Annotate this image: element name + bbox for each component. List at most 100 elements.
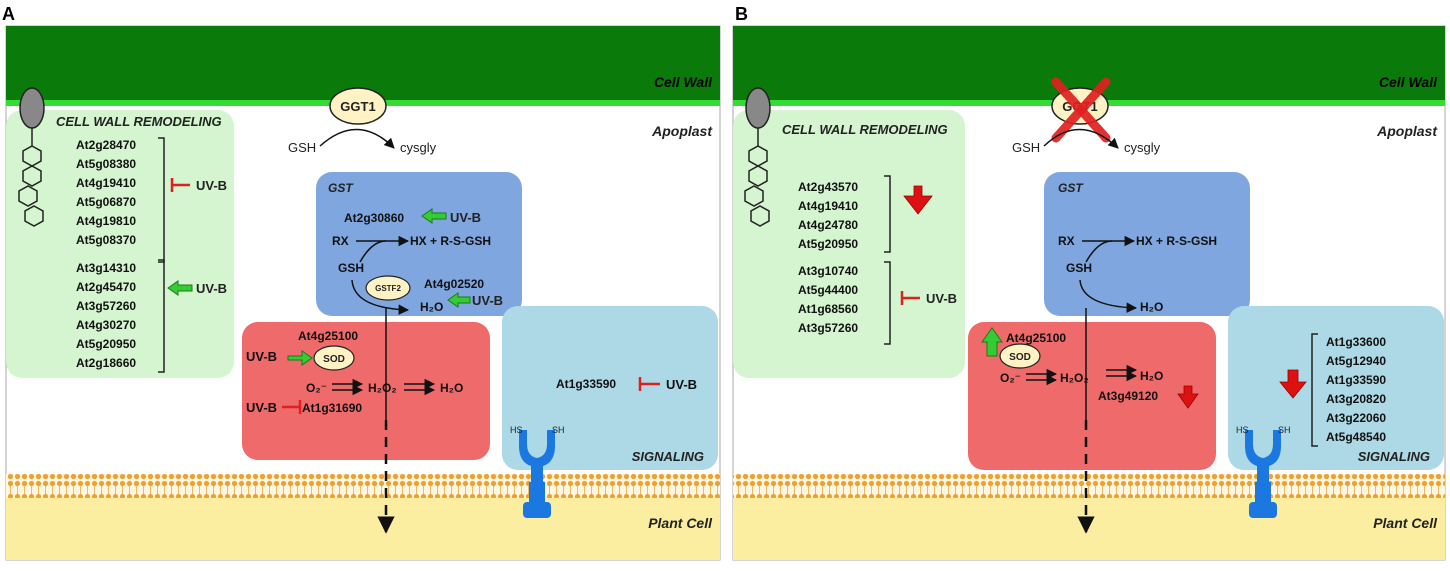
gst-title: GST	[328, 181, 354, 195]
h2o-label: H₂O	[1140, 300, 1163, 314]
sod-label: SOD	[323, 354, 345, 365]
panel-letter: B	[735, 4, 748, 24]
signaling-gene: At1g33590	[556, 377, 616, 391]
uvb-inhibition-cwr1: UV-B	[170, 178, 227, 193]
uvb-inhibition-cwr2: UV-B	[900, 291, 957, 306]
cell-wall-band	[733, 26, 1445, 100]
sod-label: SOD	[1009, 352, 1031, 363]
plant-cell-label: Plant Cell	[648, 515, 713, 531]
gene-id: At5g08380	[76, 157, 136, 171]
hx-label: HX + R-S-GSH	[1136, 234, 1217, 248]
gene-id: At3g22060	[1326, 411, 1386, 425]
uvb-label: UV-B	[246, 349, 277, 364]
panel-b: B Cell Wall Apoplast Plant Cell CELL WAL…	[732, 4, 1446, 561]
h2o-label: H₂O	[440, 381, 463, 395]
down-arrow-icon	[1177, 385, 1199, 409]
signaling-box	[502, 306, 718, 470]
uvb-upregulation-gst1: UV-B	[421, 208, 481, 225]
uvb-label: UV-B	[472, 293, 503, 308]
gst-gsh-label: GSH	[338, 261, 364, 275]
gene-id: At5g08370	[76, 233, 136, 247]
cell-wall-label: Cell Wall	[654, 74, 713, 90]
cell-wall-label: Cell Wall	[1379, 74, 1438, 90]
down-arrow-icon	[903, 185, 933, 215]
cwr-title: CELL WALL REMODELING	[56, 114, 222, 129]
signaling-box	[1228, 306, 1444, 470]
plasma-membrane	[733, 474, 1445, 498]
hs-label: HS	[1236, 425, 1249, 435]
gene-id: At5g06870	[76, 195, 136, 209]
gene-id: At3g20820	[1326, 392, 1386, 406]
gene-id: At4g19410	[798, 199, 858, 213]
uvb-label: UV-B	[450, 210, 481, 225]
cell-wall-remodeling-box	[6, 110, 234, 378]
ros-gene: At3g49120	[1098, 389, 1158, 403]
uvb-label: UV-B	[196, 281, 227, 296]
uvb-upregulation-gst2: UV-B	[447, 292, 503, 308]
uvb-label: UV-B	[246, 400, 277, 415]
ggt1-label: GGT1	[340, 99, 375, 114]
o2-label: O₂⁻	[1000, 371, 1021, 385]
up-arrow-icon	[981, 327, 1003, 357]
cytoplasm	[733, 498, 1445, 560]
gst-gene: At4g02520	[424, 277, 484, 291]
gene-id: At2g45470	[76, 280, 136, 294]
gene-id: At2g18660	[76, 356, 136, 370]
uvb-label: UV-B	[196, 178, 227, 193]
uvb-label: UV-B	[666, 377, 697, 392]
sh-label: SH	[1278, 425, 1291, 435]
gene-id: At4g24780	[798, 218, 858, 232]
rx-label: RX	[332, 234, 349, 248]
gene-id: At3g14310	[76, 261, 136, 275]
knockout-x-icon	[1051, 77, 1111, 143]
gene-id: At3g57260	[76, 299, 136, 313]
rx-label: RX	[1058, 234, 1075, 248]
cwr-gene-list-1: At2g28470At5g08380At4g19410At5g06870At4g…	[76, 138, 136, 247]
h2o2-label: H₂O₂	[368, 381, 397, 395]
gene-id: At3g10740	[798, 264, 858, 278]
gene-id: At5g48540	[1326, 430, 1386, 444]
gsh-label: GSH	[288, 140, 316, 155]
o2-label: O₂⁻	[306, 381, 327, 395]
cytoplasm	[6, 498, 720, 560]
h2o-label: H₂O	[1140, 369, 1163, 383]
gst-gene: At2g30860	[344, 211, 404, 225]
gene-id: At1g33600	[1326, 335, 1386, 349]
gene-id: At2g28470	[76, 138, 136, 152]
gene-id: At1g68560	[798, 302, 858, 316]
gene-id: At2g43570	[798, 180, 858, 194]
gst-title: GST	[1058, 181, 1084, 195]
down-arrow-icon	[1279, 369, 1307, 399]
h2o-label: H₂O	[420, 300, 443, 314]
gene-id: At5g20950	[798, 237, 858, 251]
gene-id: At4g19810	[76, 214, 136, 228]
gst-box	[1044, 172, 1250, 316]
uvb-upregulation-cwr2: UV-B	[167, 280, 227, 296]
gene-id: At1g33590	[1326, 373, 1386, 387]
gst-box	[316, 172, 522, 316]
gene-id: At3g57260	[798, 321, 858, 335]
up-arrow-icon	[287, 350, 313, 366]
signaling-title: SIGNALING	[1358, 449, 1430, 464]
cwr-gene-list-2: At3g14310At2g45470At3g57260At4g30270At5g…	[76, 261, 136, 370]
gene-id: At5g44400	[798, 283, 858, 297]
cysgly-label: cysgly	[400, 140, 437, 155]
gst-gsh-label: GSH	[1066, 261, 1092, 275]
cell-wall-remodeling-box	[733, 110, 965, 378]
hs-label: HS	[510, 425, 523, 435]
cwr-title: CELL WALL REMODELING	[782, 122, 948, 137]
plant-cell-label: Plant Cell	[1373, 515, 1438, 531]
panel-letter: A	[2, 4, 15, 24]
cysgly-label: cysgly	[1124, 140, 1161, 155]
hx-label: HX + R-S-GSH	[410, 234, 491, 248]
signaling-title: SIGNALING	[632, 449, 704, 464]
h2o2-label: H₂O₂	[1060, 371, 1089, 385]
gene-id: At5g12940	[1326, 354, 1386, 368]
sod-enzyme	[313, 345, 355, 371]
gene-id: At4g19410	[76, 176, 136, 190]
ggt1-enzyme	[329, 87, 387, 125]
apoplast-label: Apoplast	[1376, 123, 1438, 139]
